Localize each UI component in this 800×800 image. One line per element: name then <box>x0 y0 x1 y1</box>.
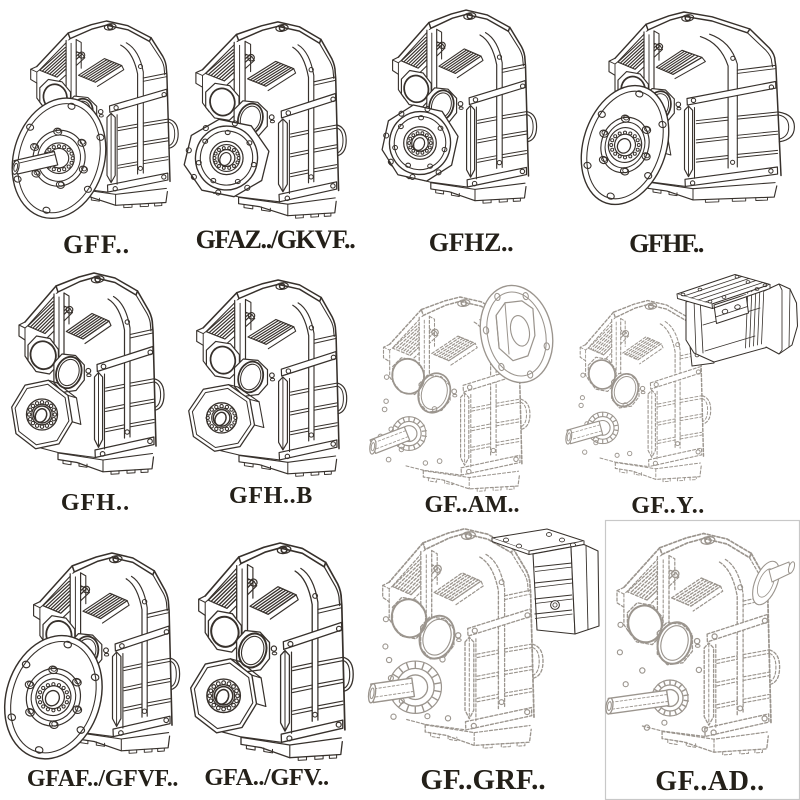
svg-text:GF..Y..: GF..Y.. <box>631 493 704 519</box>
svg-text:GFAZ../GKVF..: GFAZ../GKVF.. <box>196 225 356 254</box>
svg-text:GFH..B: GFH..B <box>229 483 313 509</box>
svg-text:GF..AD..: GF..AD.. <box>655 766 765 797</box>
svg-text:GF..AM..: GF..AM.. <box>424 492 519 518</box>
svg-text:GFF..: GFF.. <box>63 230 130 259</box>
svg-text:GF..GRF..: GF..GRF.. <box>420 764 545 796</box>
svg-text:GFHF..: GFHF.. <box>629 229 704 258</box>
svg-text:GFAF../GFVF..: GFAF../GFVF.. <box>27 766 178 792</box>
svg-text:GFH..: GFH.. <box>61 490 130 516</box>
svg-text:GFHZ..: GFHZ.. <box>429 228 514 257</box>
svg-text:GFA../GFV..: GFA../GFV.. <box>204 764 329 791</box>
